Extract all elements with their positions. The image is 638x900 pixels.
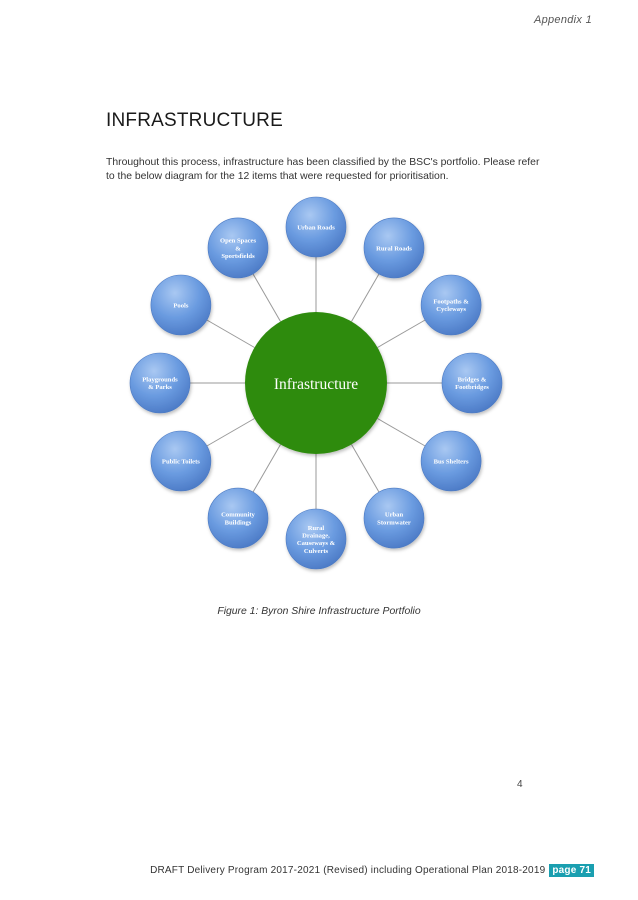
diagram-node: Open Spaces&Sportsfields <box>207 217 269 279</box>
node-circle <box>207 487 269 549</box>
node-circle <box>420 274 482 336</box>
node-label: Bridges & <box>458 377 487 384</box>
section-heading: INFRASTRUCTURE <box>106 110 283 131</box>
node-label: Rural <box>308 525 325 532</box>
diagram-node: Bridges &Footbridges <box>441 352 503 414</box>
node-label: Causeways & <box>297 540 336 547</box>
diagram-connectors <box>190 257 442 509</box>
node-label: Drainage, <box>302 533 330 540</box>
node-label: Buildings <box>225 519 252 526</box>
node-circle <box>207 217 269 279</box>
node-label: & <box>235 245 241 252</box>
node-circle <box>285 196 347 258</box>
footer-page-badge: page 71 <box>549 864 594 877</box>
node-circle <box>420 430 482 492</box>
connector-line <box>351 444 380 493</box>
connector-line <box>377 319 426 348</box>
node-label: Culverts <box>304 548 329 555</box>
connector-line <box>206 418 255 447</box>
node-circle <box>363 217 425 279</box>
intro-paragraph: Throughout this process, infrastructure … <box>106 157 540 182</box>
node-label: Community <box>221 512 255 519</box>
node-label: Urban <box>385 512 404 519</box>
node-label: Footpaths & <box>433 299 469 306</box>
page-footer: DRAFT Delivery Program 2017-2021 (Revise… <box>150 864 594 877</box>
node-label: Bus Shelters <box>434 458 469 465</box>
diagram-node: Urban Roads <box>285 196 347 258</box>
node-label: Cycleways <box>436 306 466 313</box>
connector-line <box>377 418 426 447</box>
center-node-label: Infrastructure <box>274 376 358 393</box>
node-label: Urban Roads <box>297 224 335 231</box>
node-circle <box>285 508 347 570</box>
node-circle <box>150 274 212 336</box>
figure-caption: Figure 1: Byron Shire Infrastructure Por… <box>217 606 421 617</box>
node-label: Sportsfields <box>221 253 255 260</box>
diagram-node: Footpaths &Cycleways <box>420 274 482 336</box>
node-circle <box>441 352 503 414</box>
node-label: Public Toilets <box>162 458 200 465</box>
diagram-node: Bus Shelters <box>420 430 482 492</box>
node-circle <box>150 430 212 492</box>
diagram-node: Pools <box>150 274 212 336</box>
node-circle <box>129 352 191 414</box>
node-label: & Parks <box>148 384 172 391</box>
footer-text: DRAFT Delivery Program 2017-2021 (Revise… <box>150 865 546 876</box>
appendix-label: Appendix 1 <box>533 14 592 26</box>
diagram-node: Public Toilets <box>150 430 212 492</box>
node-label: Rural Roads <box>376 245 412 252</box>
node-label: Playgrounds <box>142 377 178 384</box>
node-label: Stormwater <box>377 519 411 526</box>
connector-line <box>252 444 281 493</box>
diagram-node: Rural Roads <box>363 217 425 279</box>
center-node <box>245 312 387 454</box>
node-label: Footbridges <box>455 384 489 391</box>
diagram-node: Playgrounds& Parks <box>129 352 191 414</box>
page-number: 4 <box>517 779 523 790</box>
node-circle <box>363 487 425 549</box>
connector-line <box>206 319 255 348</box>
node-label: Open Spaces <box>220 238 257 245</box>
connector-line <box>351 273 380 322</box>
connector-line <box>252 273 281 322</box>
node-label: Pools <box>173 302 188 309</box>
